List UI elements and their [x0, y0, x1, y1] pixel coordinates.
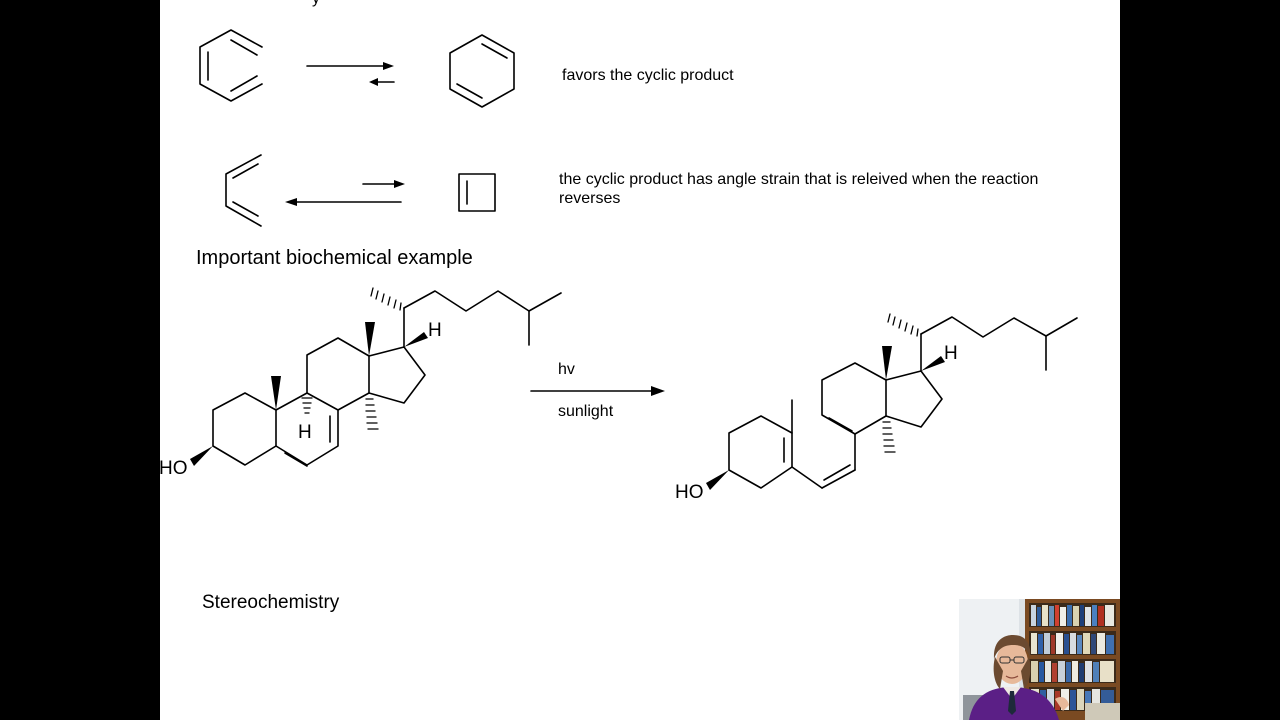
presenter-video: [959, 599, 1120, 720]
reaction-condition-hv: hv: [558, 361, 575, 378]
heading-stereochemistry: Stereochemistry: [202, 592, 340, 613]
note-hexatriene: favors the cyclic product: [562, 67, 734, 84]
cyclohexadiene-structure: [449, 34, 515, 108]
hexatriene-structure: [199, 29, 263, 102]
heading-biochemical-example: Important biochemical example: [196, 247, 473, 269]
butadiene-structure: [225, 154, 262, 227]
hydrogen-label-c17-right: H: [944, 343, 958, 364]
equilibrium-arrows-reverse: [285, 180, 405, 206]
slide: HO H H HO H y favors the cyclic product …: [160, 0, 1120, 720]
chemistry-drawing: HO H H HO H y: [160, 0, 1078, 503]
note-butadiene: the cyclic product has angle strain that…: [559, 171, 1039, 207]
cropped-heading-fragment: y: [312, 0, 320, 7]
cyclobutene-structure: [458, 173, 496, 212]
hydroxyl-label-right: HO: [675, 482, 704, 503]
presenter-video-icon: [959, 599, 1120, 720]
reaction-condition-sunlight: sunlight: [558, 403, 614, 420]
hydrogen-label-c17-left: H: [428, 320, 442, 341]
equilibrium-arrows-forward: [306, 62, 395, 86]
hydrogen-label-c9: H: [298, 422, 312, 443]
dehydrocholesterol-structure: [190, 287, 562, 467]
hydroxyl-label-left: HO: [160, 458, 188, 479]
reaction-arrow: [530, 386, 665, 396]
previtamin-d-structure: [706, 313, 1078, 490]
